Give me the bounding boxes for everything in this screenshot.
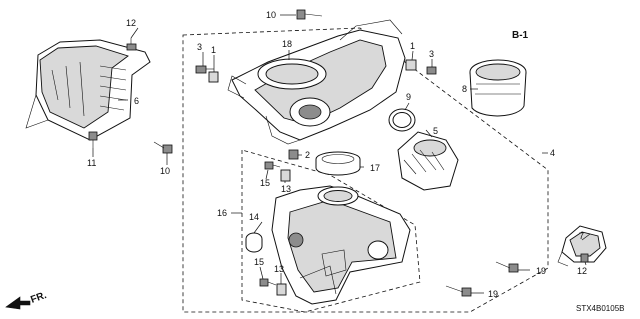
- grommet-13-lower: [276, 283, 287, 296]
- callout-14: 14: [249, 212, 259, 222]
- callout-6: 6: [134, 96, 139, 106]
- callout-11-bottom: 11: [87, 158, 96, 168]
- bolt-15-upper: [264, 161, 281, 170]
- part-14-cap: [245, 232, 263, 253]
- callout-13-upper: 13: [281, 184, 291, 194]
- arrow-icon: [5, 296, 31, 310]
- callout-19-lower: 19: [488, 289, 498, 299]
- diagram-code: STX4B0105B: [576, 304, 624, 313]
- callout-16: 16: [217, 208, 227, 218]
- callout-7: 7: [579, 231, 584, 241]
- callout-5: 5: [433, 126, 438, 136]
- grommet-13-upper: [280, 169, 291, 182]
- bolt-12: [580, 253, 589, 263]
- callout-10-top: 10: [266, 10, 276, 20]
- callout-19-upper: 19: [536, 266, 546, 276]
- bolt-3-left: [195, 65, 214, 74]
- bolt-3-right: [426, 66, 437, 75]
- bolt-19-lower: [445, 285, 472, 297]
- part-5-duct: [397, 131, 459, 191]
- part-7-bracket: [557, 225, 607, 267]
- part-2-clip: [288, 149, 299, 160]
- bolt-15-lower: [259, 278, 277, 287]
- part-6-cover: [25, 39, 151, 141]
- part-17-band: [315, 151, 361, 176]
- leader-lines: [92, 14, 591, 294]
- assembly-4-outline: [182, 27, 549, 313]
- section-ref-b1: B-1: [512, 30, 529, 41]
- callouts: 12 6 11 10 10 3 1 18 1 3 B-1 8 9 5 4 2 1…: [87, 10, 587, 299]
- bolt-11-top: [126, 38, 137, 51]
- callout-1-right: 1: [410, 41, 415, 51]
- callout-15-upper: 15: [260, 178, 270, 188]
- grommet-1-left: [208, 71, 219, 83]
- assembly-16-outline: [241, 149, 421, 313]
- bolt-10-lower: [153, 141, 173, 154]
- bolt-10-top: [296, 9, 323, 20]
- callout-10-lower: 10: [160, 166, 170, 176]
- bolt-19-upper: [495, 261, 519, 273]
- grommet-1-right: [405, 59, 417, 71]
- callout-3-right: 3: [429, 49, 434, 59]
- direction-label: FR.: [29, 290, 48, 306]
- callout-8: 8: [462, 84, 467, 94]
- callout-9: 9: [406, 92, 411, 102]
- part-9-ring: [388, 108, 416, 132]
- callout-2: 2: [305, 150, 310, 160]
- air-chamber-body: [227, 19, 406, 145]
- callout-11-top: 12: [126, 18, 136, 28]
- resonator-body: [271, 185, 411, 305]
- callout-17: 17: [370, 163, 380, 173]
- callout-18: 18: [282, 39, 292, 49]
- front-direction-arrow: FR.: [5, 290, 48, 310]
- callout-12: 12: [577, 266, 587, 276]
- callout-3-left: 3: [197, 42, 202, 52]
- part-8-band: [469, 59, 527, 117]
- callout-1-left: 1: [211, 45, 216, 55]
- callout-4: 4: [550, 148, 555, 158]
- callout-15-lower: 15: [254, 257, 264, 267]
- callout-13-lower: 13: [274, 264, 284, 274]
- bolt-11-bottom: [88, 131, 98, 148]
